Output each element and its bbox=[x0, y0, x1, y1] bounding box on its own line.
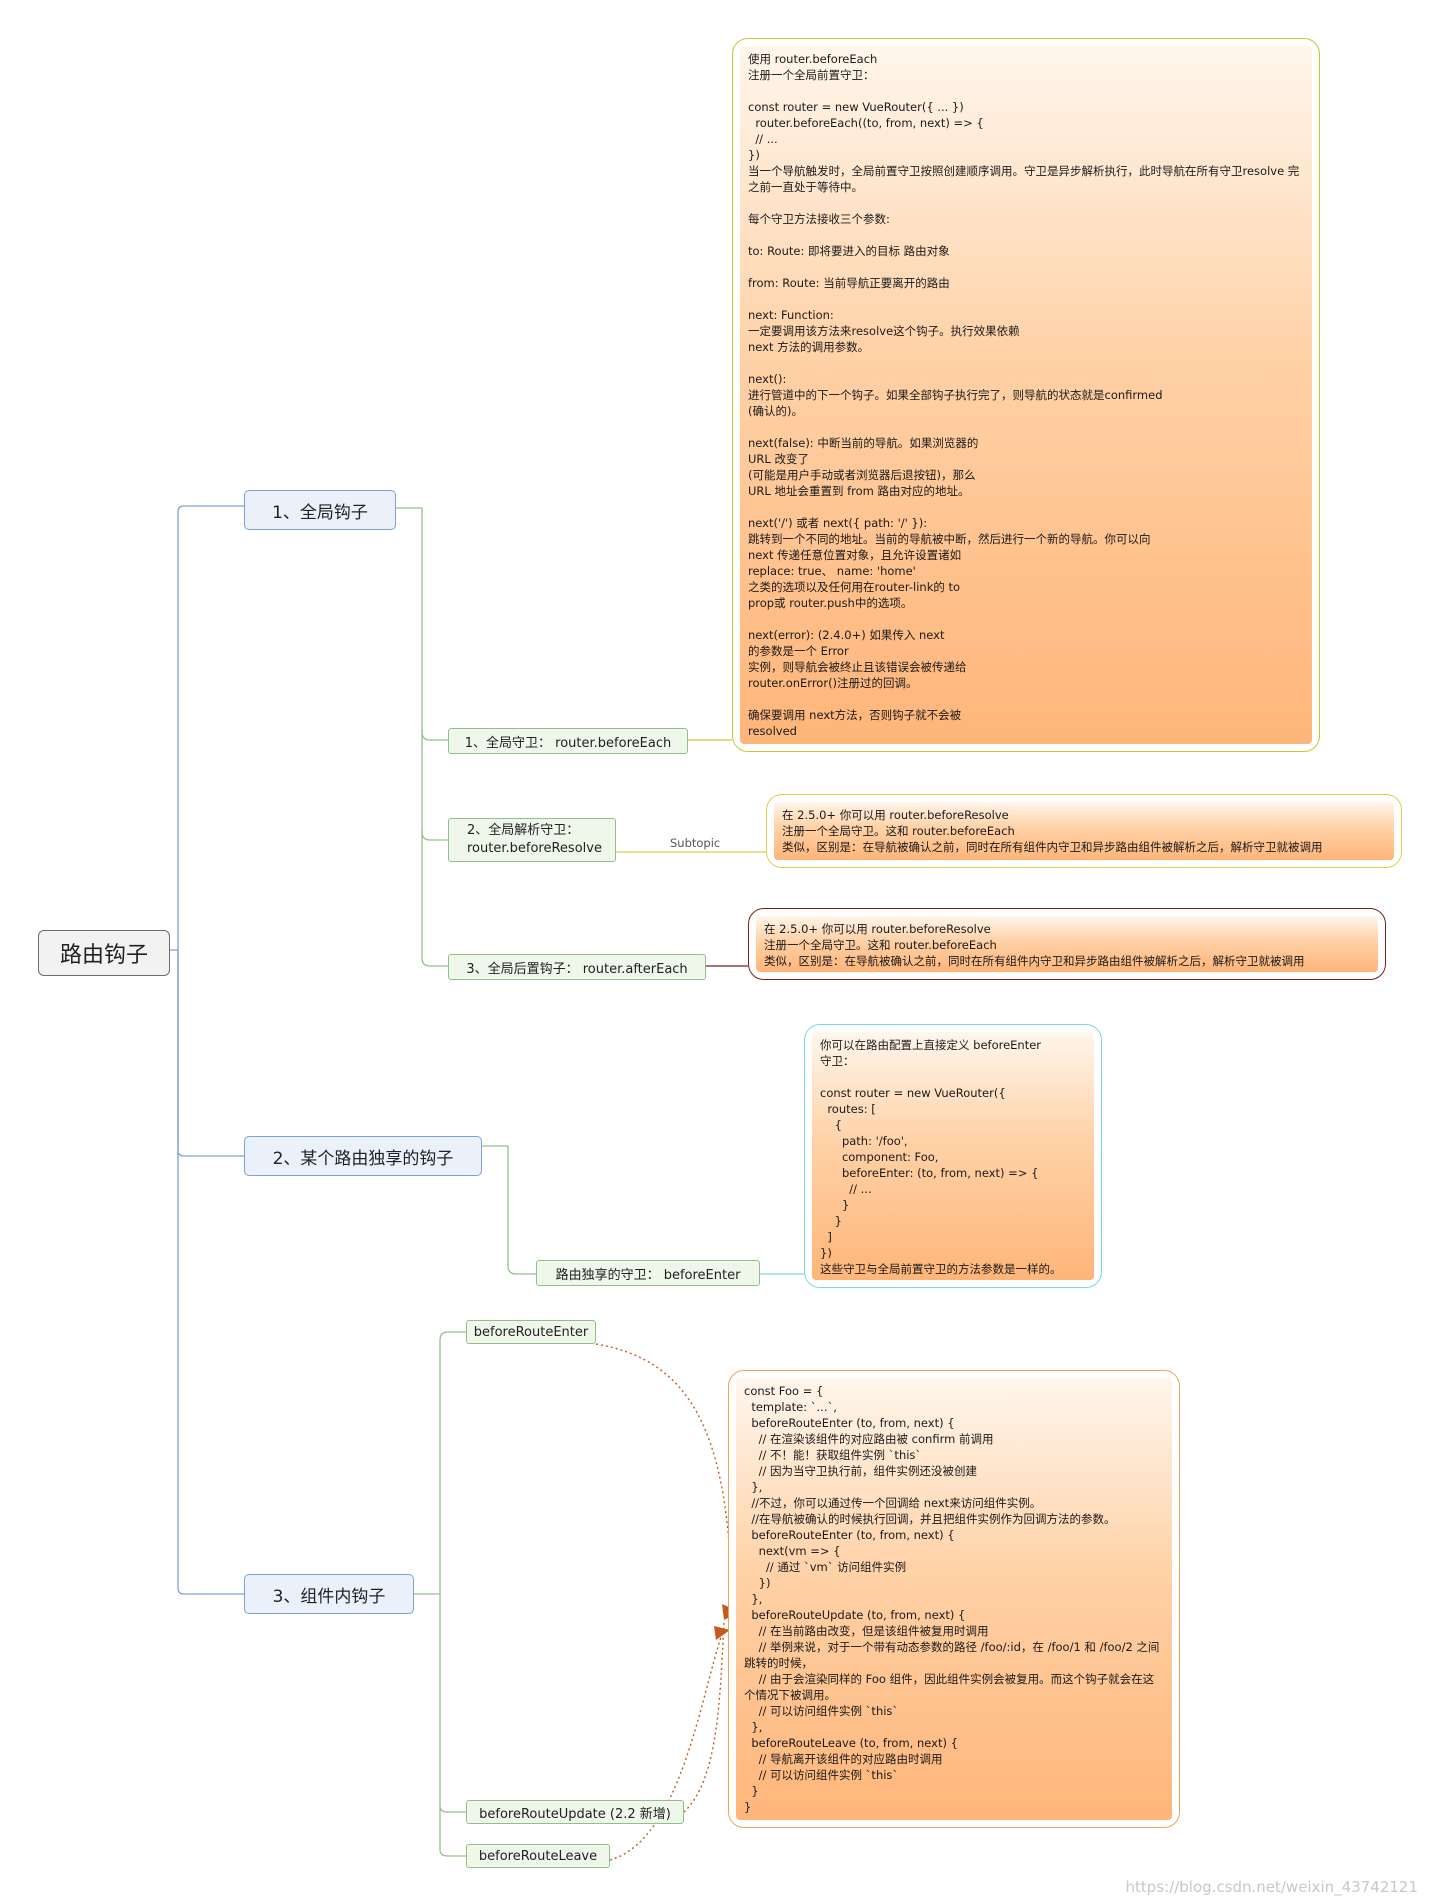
note-component-hooks: const Foo = { template: `...`, beforeRou… bbox=[728, 1370, 1180, 1828]
note-after-each: 在 2.5.0+ 你可以用 router.beforeResolve 注册一个全… bbox=[748, 908, 1386, 980]
subtopic-before-route-enter-label: beforeRouteEnter bbox=[473, 1324, 589, 1340]
subtopic-before-enter-label: 路由独享的守卫： beforeEnter bbox=[555, 1267, 741, 1283]
subtopic-before-each-label: 1、全局守卫： router.beforeEach bbox=[464, 735, 672, 751]
topic-component-hooks-label: 3、组件内钩子 bbox=[272, 1586, 386, 1607]
note-after-each-text: 在 2.5.0+ 你可以用 router.beforeResolve 注册一个全… bbox=[764, 922, 1305, 968]
topic-route-hooks-label: 2、某个路由独享的钩子 bbox=[272, 1148, 454, 1169]
subtopic-before-enter[interactable]: 路由独享的守卫： beforeEnter bbox=[536, 1260, 760, 1286]
topic-component-hooks[interactable]: 3、组件内钩子 bbox=[244, 1574, 414, 1614]
note-before-enter-text: 你可以在路由配置上直接定义 beforeEnter 守卫： const rout… bbox=[820, 1038, 1062, 1276]
note-before-each-text: 使用 router.beforeEach 注册一个全局前置守卫： const r… bbox=[748, 52, 1300, 738]
watermark: https://blog.csdn.net/weixin_43742121 bbox=[1125, 1878, 1418, 1896]
note-before-enter: 你可以在路由配置上直接定义 beforeEnter 守卫： const rout… bbox=[804, 1024, 1102, 1288]
component-connectors bbox=[414, 1331, 466, 1857]
subtopic-before-resolve-line2: router.beforeResolve bbox=[467, 841, 602, 856]
global-connectors bbox=[396, 507, 536, 1275]
subtopic-before-route-update-label: beforeRouteUpdate (2.2 新增) bbox=[479, 1806, 671, 1822]
subtopic-before-each[interactable]: 1、全局守卫： router.beforeEach bbox=[448, 728, 688, 754]
note-before-resolve: 在 2.5.0+ 你可以用 router.beforeResolve 注册一个全… bbox=[766, 794, 1402, 868]
subtopic-connector-label: Subtopic bbox=[670, 836, 721, 850]
subtopic-before-resolve[interactable]: 2、全局解析守卫： router.beforeResolve bbox=[448, 818, 616, 862]
subtopic-after-each[interactable]: 3、全局后置钩子： router.afterEach bbox=[448, 954, 706, 980]
note-component-hooks-text: const Foo = { template: `...`, beforeRou… bbox=[744, 1384, 1160, 1814]
topic-route-hooks[interactable]: 2、某个路由独享的钩子 bbox=[244, 1136, 482, 1176]
note-before-each: 使用 router.beforeEach 注册一个全局前置守卫： const r… bbox=[732, 38, 1320, 752]
note-before-resolve-text: 在 2.5.0+ 你可以用 router.beforeResolve 注册一个全… bbox=[782, 808, 1323, 854]
root-connectors bbox=[170, 505, 244, 1595]
subtopic-before-route-leave[interactable]: beforeRouteLeave bbox=[466, 1844, 610, 1868]
relationship-arrows bbox=[595, 1343, 733, 1861]
subtopic-before-route-leave-label: beforeRouteLeave bbox=[478, 1848, 598, 1864]
subtopic-after-each-label: 3、全局后置钩子： router.afterEach bbox=[466, 961, 688, 977]
subtopic-before-route-enter[interactable]: beforeRouteEnter bbox=[466, 1320, 596, 1344]
topic-global-hooks[interactable]: 1、全局钩子 bbox=[244, 490, 396, 530]
root-label: 路由钩子 bbox=[59, 943, 148, 968]
subtopic-before-resolve-line1: 2、全局解析守卫： bbox=[467, 823, 580, 838]
subtopic-before-route-update[interactable]: beforeRouteUpdate (2.2 新增) bbox=[466, 1800, 684, 1824]
root-node[interactable]: 路由钩子 bbox=[38, 930, 170, 976]
topic-global-hooks-label: 1、全局钩子 bbox=[272, 502, 368, 523]
note-connectors bbox=[616, 739, 804, 1275]
